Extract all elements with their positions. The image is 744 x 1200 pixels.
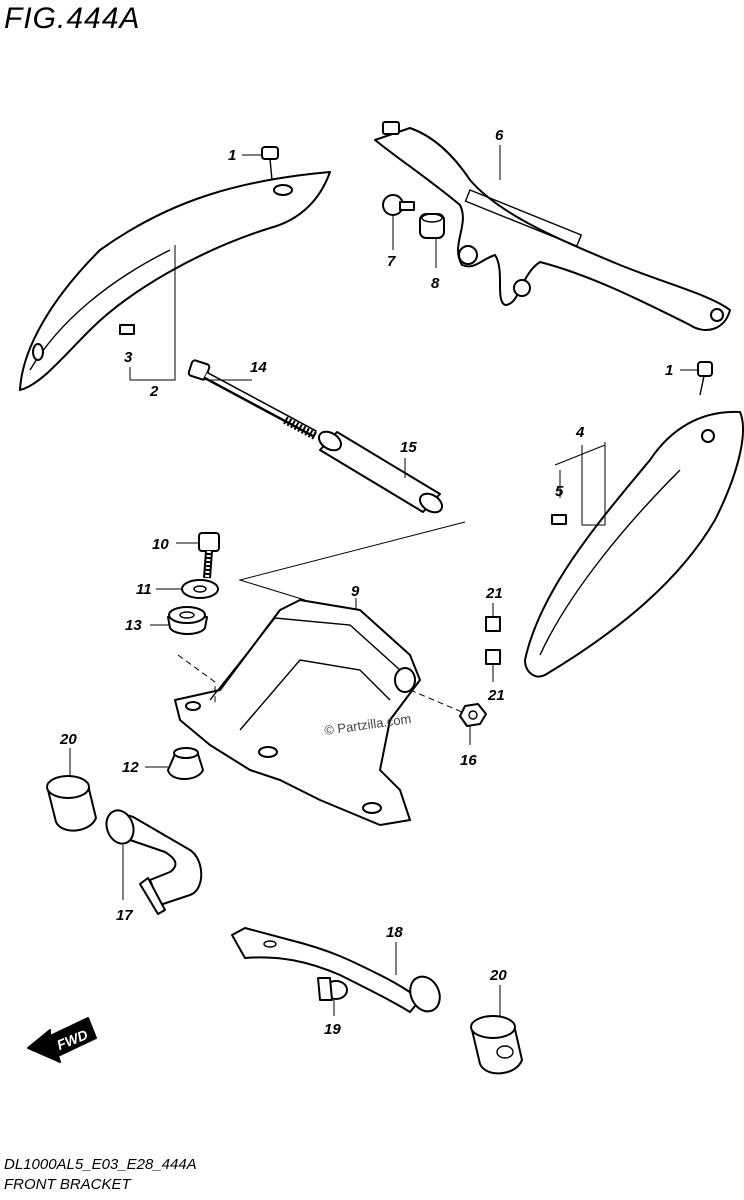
part-9-front-bracket [174,599,421,826]
figure-name: FRONT BRACKET [4,1176,131,1193]
part-1-screw-top [261,146,279,181]
part-12-grommet [167,747,204,780]
callout-labels: 1 2 3 6 7 8 1 14 15 4 5 10 11 13 9 21 21… [59,127,673,1038]
part-4-right-cover [524,410,744,678]
callout-5: 5 [555,483,564,500]
part-13-grommet [167,606,208,635]
callout-17: 17 [116,907,133,924]
callout-9: 9 [351,583,360,600]
part-7-bolt [382,194,415,216]
callout-20-left: 20 [59,731,77,748]
leader-lines [69,145,698,1016]
part-19-bolt [317,977,348,1001]
part-21-clip-upper [485,616,501,632]
callout-6: 6 [495,127,504,144]
callout-11: 11 [136,581,152,598]
part-20-rubber-mount-left [46,775,97,832]
figure-title: FIG.444A [4,2,141,35]
part-5-label [551,514,567,525]
part-18-lower-stay [231,927,441,1013]
fwd-direction-arrow: FWD [27,1017,97,1063]
part-2-left-cover [19,171,331,391]
callout-19: 19 [324,1021,341,1038]
callout-12: 12 [122,759,139,776]
callout-15: 15 [400,439,417,456]
callout-7: 7 [387,253,396,270]
callout-20-right: 20 [489,967,507,984]
callout-13: 13 [125,617,142,634]
callout-16: 16 [460,752,477,769]
callout-21-upper: 21 [485,585,503,602]
callout-8: 8 [431,275,440,292]
callout-21-lower: 21 [487,687,505,704]
part-11-washer [181,579,219,599]
part-6-upper-bracket [374,121,731,331]
callout-2: 2 [149,383,159,400]
part-8-collar [419,213,445,239]
callout-18: 18 [386,924,403,941]
part-1-screw-right [697,361,713,396]
callout-4: 4 [575,424,585,441]
callout-1-top: 1 [228,147,236,164]
callout-1-right: 1 [665,362,673,379]
callout-3: 3 [124,349,133,366]
part-20-rubber-mount-right [470,1015,523,1075]
part-10-bolt [198,532,220,579]
part-3-label [119,324,135,335]
part-17-hook-bracket [105,809,203,915]
part-21-clip-lower [485,649,501,665]
callout-14: 14 [250,359,267,376]
figure-code: DL1000AL5_E03_E28_444A [4,1156,197,1173]
callout-10: 10 [152,536,169,553]
part-16-nut [459,703,487,727]
part-14-long-bolt [187,359,317,440]
part-15-spacer-tube [317,430,444,514]
